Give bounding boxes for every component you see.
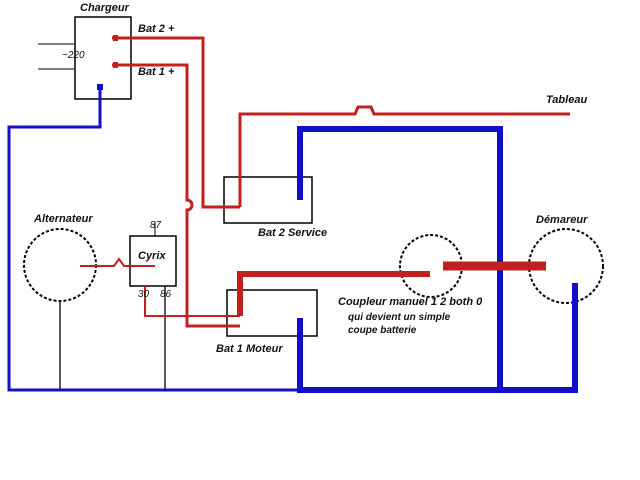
chargeur-label: Chargeur [80,2,129,14]
coupleur-label-line1: Coupleur manuel 1 2 both 0 [338,296,483,308]
positive-circuit [80,36,570,328]
bat2-label: Bat 2 Service [258,227,328,239]
chargeur-negative-wire [7,88,300,392]
tableau-wire [238,105,570,207]
bat1-label: Bat 1 Moteur [216,343,283,355]
bat1-to-coupleur-cable [237,271,430,316]
chargeur-box [74,16,132,100]
bat1-negative-wire [297,318,500,393]
bat2-plus-label: Bat 2 + [138,23,175,35]
ac-input-label: ~220 [62,50,85,61]
demarreur-label: Démareur [536,214,588,226]
alternateur-label: Alternateur [34,213,93,225]
bat2-negative-wire [297,126,503,390]
bat2-charge-wire [112,36,240,209]
cyrix-30-wire [144,286,240,317]
cyrix-pin-30: 30 [138,289,150,300]
negative-circuit [7,88,578,393]
coupleur-label-line2: qui devient un simple [348,312,451,323]
bat1-plus-label: Bat 1 + [138,66,175,78]
cyrix-pin-87: 87 [150,220,162,231]
tableau-label: Tableau [546,94,588,106]
cyrix-pin-86: 86 [160,289,172,300]
chargeur-negative-terminal [97,84,103,90]
bat1-terminal [113,62,118,68]
bat1-charge-wire [112,63,240,328]
cyrix-box [129,235,177,287]
demarreur-negative-wire [500,283,578,393]
bat1-box [226,289,318,337]
alternateur-output-wire [80,257,155,267]
bat2-box [223,176,313,224]
cyrix-label: Cyrix [138,250,166,262]
coupleur-label-line3: coupe batterie [348,325,417,336]
bat2-terminal [113,35,118,41]
